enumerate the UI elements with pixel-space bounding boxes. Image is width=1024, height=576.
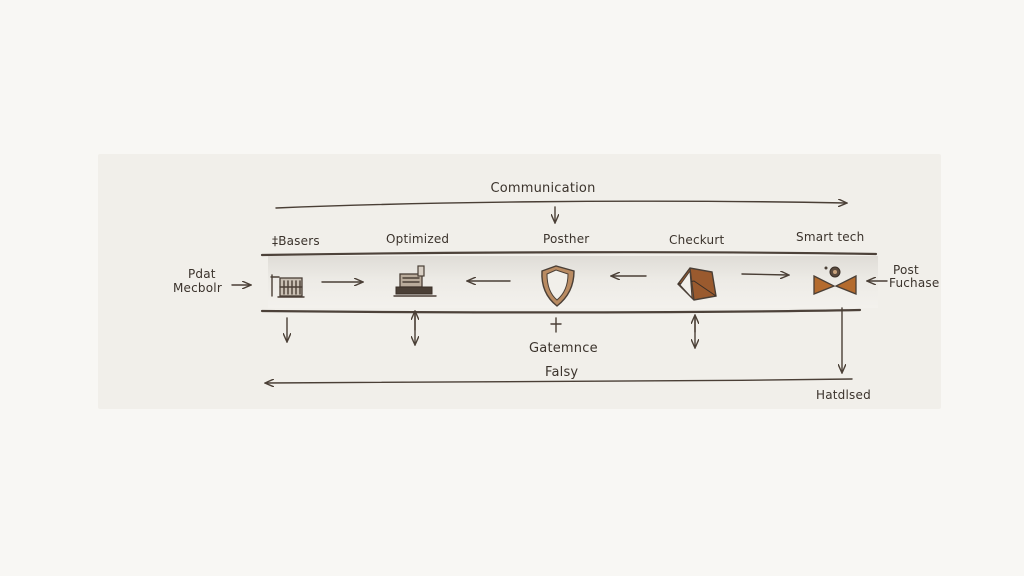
basket-icon [270, 274, 305, 298]
bow-icon [813, 266, 857, 295]
communication-arrow [275, 201, 846, 209]
stage-label-1: ‡Basers [272, 234, 320, 248]
bottom-rail [260, 308, 862, 314]
stage-label-5: Smart tech [796, 230, 864, 244]
bottom-flow-label-line1: Gatemnce [529, 341, 598, 356]
shield-icon [541, 265, 575, 307]
stage-label-3: Posther [543, 232, 589, 246]
top-rail [260, 251, 878, 257]
box-icon [677, 267, 717, 301]
return-arrow [266, 378, 853, 383]
register-icon [393, 265, 437, 297]
left-input-label-line1: Pdat [188, 267, 216, 281]
stage-label-2: Optimized [386, 232, 449, 246]
arrow-4-to-5 [741, 274, 788, 275]
right-input-label-line2: Fuchase [889, 276, 939, 290]
top-flow-label: Communication [490, 181, 595, 196]
right-input-label-line1: Post [893, 263, 919, 277]
left-input-label-line2: Mecbolr [173, 281, 222, 295]
stage-label-4: Checkurt [669, 233, 724, 247]
bottom-right-label: Hatdlsed [816, 388, 871, 402]
bottom-flow-label-line2: Falsy [545, 365, 578, 380]
